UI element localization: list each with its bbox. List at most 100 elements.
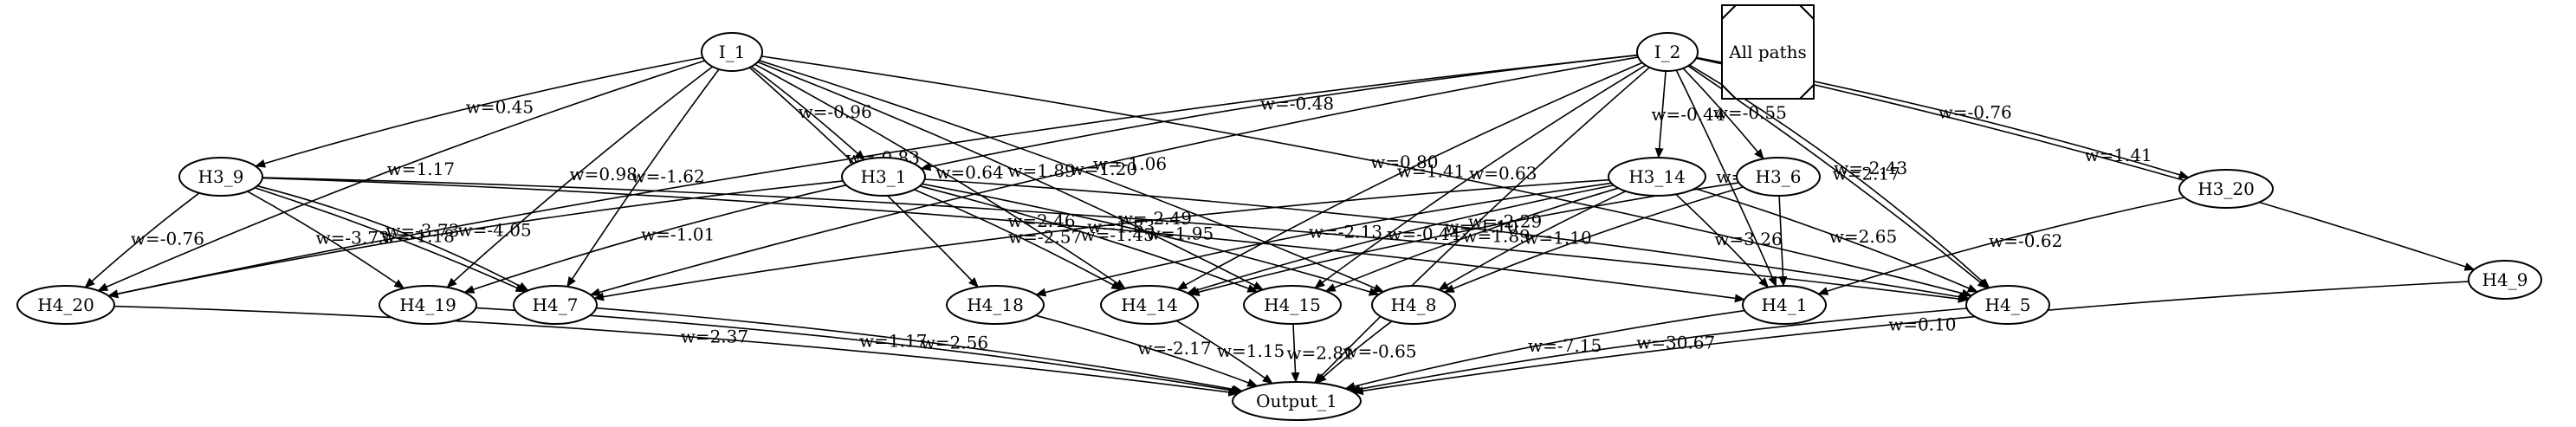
- edge-H3_14-to-H4_14: [1186, 184, 1615, 294]
- node-ellipse: [1965, 285, 2050, 325]
- edge-labels-layer: w=1.17w=0.45w=0.98w=-1.62w=0.39w=0.64w=-…: [131, 94, 2152, 364]
- edge-label: w=-1.18: [381, 226, 455, 247]
- edge-label: w=1.15: [1217, 340, 1285, 361]
- node-ellipse: [16, 285, 115, 325]
- node-ellipse: [1243, 285, 1342, 325]
- edge-I_1-to-H4_15: [757, 61, 1264, 291]
- legend-box: All paths: [1721, 4, 1815, 100]
- edge-label: w=0.98: [569, 164, 637, 184]
- edge-label: w=-1.62: [631, 165, 705, 186]
- edge-H3_20-to-H4_1: [1817, 197, 2185, 295]
- node-label: H4_9: [2482, 269, 2528, 290]
- edge-label: w=0.63: [1469, 163, 1537, 184]
- edge-H3_1-to-H4_15: [919, 185, 1259, 293]
- node-ellipse: [178, 157, 263, 197]
- node-ellipse: [513, 285, 598, 325]
- edge-I_2-to-Output_1: [1314, 67, 1650, 384]
- edge-label: w=2.81: [1286, 342, 1354, 363]
- edge-label: w=-2.57: [1008, 227, 1082, 248]
- edge-H3_9-to-H4_20: [84, 192, 200, 288]
- edge-H3_6-to-H4_8: [1443, 186, 1744, 294]
- node-label: H4_19: [399, 294, 456, 315]
- edge-label: w=-2.29: [1468, 211, 1542, 232]
- edge-I_2-to-H4_1: [1675, 69, 1777, 288]
- edge-H3_1-to-H4_20: [107, 180, 844, 299]
- edge-I_1-to-H3_1: [751, 66, 865, 161]
- node-label: H3_9: [198, 166, 244, 187]
- node-ellipse: [1742, 285, 1827, 325]
- edge-label: w=-4.05: [458, 219, 532, 240]
- node-ellipse: [1736, 157, 1821, 197]
- edge-I_2-to-H3_1: [920, 54, 1638, 171]
- node-label: H3_1: [861, 166, 907, 187]
- edge-label: w=-1.01: [641, 224, 715, 245]
- edge-H3_9-to-H4_7: [254, 186, 527, 293]
- edge-I_2-to-H3_14: [1654, 70, 1667, 159]
- node-ellipse: [2468, 260, 2542, 300]
- edge-H3_1-to-H4_14: [914, 189, 1123, 290]
- node-label: H4_18: [967, 294, 1024, 315]
- edge-I_1-to-H4_20: [97, 60, 706, 292]
- node-ellipse: [1100, 285, 1199, 325]
- edge-label: w=-1.10: [1444, 216, 1518, 236]
- node-ellipse: [1232, 381, 1362, 421]
- edge-H4_8-to-Output_1: [1316, 320, 1393, 384]
- edge-I_1-to-H4_7: [566, 68, 720, 288]
- edge-label: w=2.56: [921, 332, 988, 353]
- edge-H4_20-to-Output_1: [113, 305, 1239, 397]
- edge-H3_14-to-H4_15: [1324, 187, 1619, 292]
- edge-H3_1-to-H4_5: [924, 178, 1970, 301]
- node-h4-8: H4_8: [1371, 285, 1456, 325]
- node-label: H4_15: [1264, 294, 1321, 315]
- node-label: H4_7: [533, 294, 579, 315]
- edge-I_2-to-H4_7: [589, 56, 1639, 297]
- node-h3-1: H3_1: [841, 157, 926, 197]
- edge-H3_14-to-H4_18: [1035, 182, 1612, 297]
- edge-label: w=1.41: [1397, 160, 1465, 181]
- node-h4-20: H4_20: [16, 285, 115, 325]
- edge-label: w=-0.44: [1387, 223, 1460, 244]
- edge-label: w=1.89: [1007, 160, 1075, 181]
- edge-label: w=2.17: [1832, 164, 1900, 184]
- edge-H4_14-to-Output_1: [1175, 320, 1273, 385]
- edge-label: w=-3.73: [316, 228, 390, 249]
- edge-label: w=1.17: [387, 159, 455, 179]
- node-h4-15: H4_15: [1243, 285, 1342, 325]
- node-h3-14: H3_14: [1608, 157, 1706, 197]
- node-h4-19: H4_19: [379, 285, 477, 325]
- edge-I_2-to-H4_15: [1314, 64, 1647, 289]
- node-output-1: Output_1: [1232, 381, 1362, 421]
- edge-H3_1-to-H4_8: [922, 183, 1380, 296]
- edge-H4_15-to-Output_1: [1291, 323, 1300, 383]
- edge-H3_9-to-H4_7: [256, 184, 529, 292]
- node-ellipse: [841, 157, 926, 197]
- node-h4-5: H4_5: [1965, 285, 2050, 325]
- edge-label: w=3.26: [1714, 229, 1782, 249]
- node-label: H3_14: [1628, 166, 1686, 187]
- edge-I_1-to-H4_8: [759, 60, 1385, 293]
- edge-label: w=-0.62: [1989, 230, 2062, 251]
- node-i-2: I_2: [1636, 32, 1699, 72]
- edge-H4_1-to-Output_1: [1344, 309, 1745, 391]
- node-label: H4_1: [1762, 294, 1808, 315]
- edge-H3_9-to-H4_5: [262, 177, 1969, 303]
- node-label: H4_20: [37, 294, 94, 315]
- edges-layer: [84, 54, 2476, 397]
- edge-I_1-to-H4_14: [754, 63, 1126, 289]
- edge-label: w=-0.96: [799, 101, 872, 122]
- edge-I_2-to-H3_6: [1682, 68, 1764, 160]
- node-ellipse: [701, 32, 763, 72]
- node-h3-9: H3_9: [178, 157, 263, 197]
- edge-H3_14-to-H4_8: [1438, 191, 1627, 291]
- edge-label: w=2.46: [1007, 210, 1075, 231]
- edge-label: w=-0.48: [1260, 94, 1334, 114]
- node-ellipse: [1608, 157, 1706, 197]
- edge-H4_7-to-Output_1: [596, 307, 1243, 394]
- edge-label: w=-7.15: [1528, 335, 1602, 356]
- edge-label: w=-0.76: [1938, 102, 2012, 123]
- node-label: Output_1: [1256, 391, 1337, 411]
- edge-label: w=-1.45: [1081, 224, 1155, 245]
- edge-label: w=1.41: [2084, 145, 2152, 165]
